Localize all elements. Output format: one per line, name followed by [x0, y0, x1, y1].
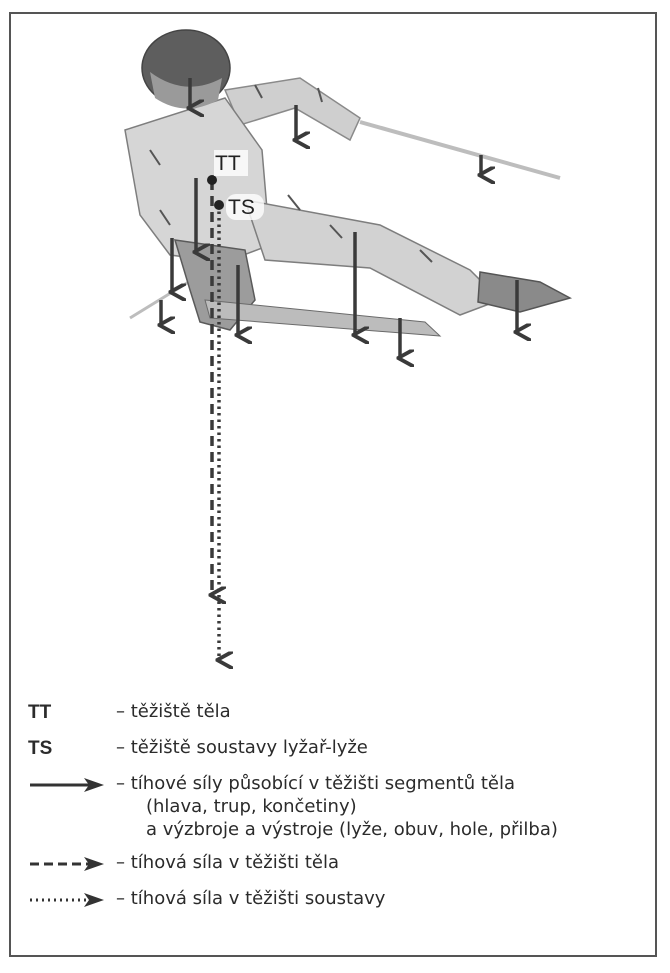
legend-text-tt: – těžiště těla [116, 700, 231, 723]
legend-text-dotted: – tíhová síla v těžišti soustavy [116, 887, 385, 910]
legend: TT – těžiště těla TS – těžiště soustavy … [28, 700, 648, 923]
system-center-point [214, 200, 224, 210]
legend-key-ts: TS [28, 736, 116, 762]
ski [205, 300, 440, 336]
legend-text-solid: – tíhové síly působící v těžišti segment… [116, 773, 515, 794]
dotted-arrow-icon [28, 887, 116, 913]
legend-item-dashed: – tíhová síla v těžišti těla [28, 851, 648, 877]
solid-arrow-icon [28, 772, 116, 798]
label-ts: TS [228, 196, 255, 219]
ski-pole-right [360, 122, 560, 178]
skier-illustration [125, 30, 570, 336]
body-center-point [207, 175, 217, 185]
legend-text-solid-line2: (hlava, trup, končetiny) [116, 795, 558, 818]
label-tt: TT [215, 152, 241, 175]
legend-text-dashed: – tíhová síla v těžišti těla [116, 851, 339, 874]
legend-item-tt: TT – těžiště těla [28, 700, 648, 726]
legend-item-dotted: – tíhová síla v těžišti soustavy [28, 887, 648, 913]
legend-key-tt: TT [28, 700, 116, 726]
legend-text-solid-line3: a výzbroje a výstroje (lyže, obuv, hole,… [116, 818, 558, 841]
dashed-arrow-icon [28, 851, 116, 877]
leg-front [245, 200, 500, 315]
legend-item-solid: – tíhové síly působící v těžišti segment… [28, 772, 648, 841]
legend-item-ts: TS – těžiště soustavy lyžař-lyže [28, 736, 648, 762]
boot-front [478, 272, 570, 312]
skier-force-diagram: TT TS [0, 0, 670, 700]
legend-text-ts: – těžiště soustavy lyžař-lyže [116, 736, 368, 759]
